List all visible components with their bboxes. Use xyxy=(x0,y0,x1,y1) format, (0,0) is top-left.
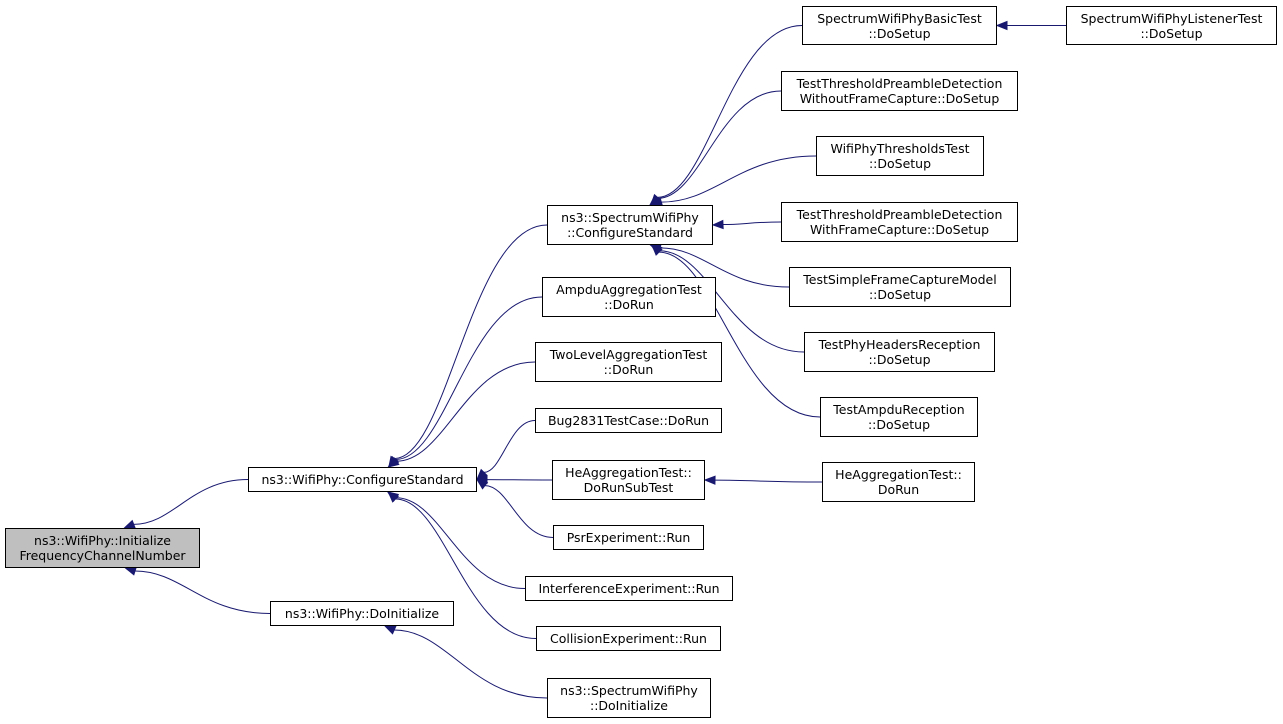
graph-node-label: ::DoSetup xyxy=(868,156,932,171)
edge-interf-to-wifiphy-cs xyxy=(395,497,526,589)
graph-node-label: TestThresholdPreambleDetection xyxy=(796,76,1003,91)
edge-twolevel-to-wifiphy-cs xyxy=(396,361,536,462)
graph-node-label: ::DoSetup xyxy=(1140,25,1203,41)
edge-spec-cs-to-wifiphy-cs xyxy=(394,224,548,460)
graph-node-phy-headers[interactable]: TestPhyHeadersReception::DoSetup xyxy=(804,332,995,372)
edge-thr-with-to-spec-cs xyxy=(722,221,782,226)
edge-psr-to-wifiphy-cs xyxy=(484,485,554,538)
arrowhead-icon xyxy=(711,219,724,230)
graph-node-ampdu-agg[interactable]: AmpduAggregationTest::DoRun xyxy=(542,277,716,317)
arrowhead-icon xyxy=(703,475,716,485)
graph-node-label: HeAggregationTest:: xyxy=(565,465,692,480)
edge-ampdu-rx-to-spec-cs xyxy=(658,251,821,418)
graph-node-label: ::DoSetup xyxy=(868,352,931,367)
arrowhead-icon xyxy=(124,566,137,576)
graph-node-label: WithFrameCapture::DoSetup xyxy=(809,222,990,237)
graph-node-label: ::DoInitialize xyxy=(589,698,668,713)
graph-node-wifiphy-cs[interactable]: ns3::WifiPhy::ConfigureStandard xyxy=(248,467,477,492)
graph-node-label: ::DoRun xyxy=(604,297,654,312)
graph-node-label: PsrExperiment::Run xyxy=(566,530,691,545)
edge-phy-headers-to-spec-cs xyxy=(659,250,805,353)
graph-node-label: ::DoRun xyxy=(603,362,654,377)
graph-node-label: ::DoSetup xyxy=(867,417,931,432)
graph-node-spec-doinit[interactable]: ns3::SpectrumWifiPhy::DoInitialize xyxy=(547,678,711,718)
edge-thr-without-to-spec-cs xyxy=(657,90,782,199)
arrowhead-icon xyxy=(387,491,400,503)
graph-node-label: TestThresholdPreambleDetection xyxy=(796,207,1003,222)
edge-spec-basic-to-spec-cs xyxy=(657,25,803,198)
graph-node-label: DoRunSubTest xyxy=(583,480,674,495)
graph-node-simple-fc[interactable]: TestSimpleFrameCaptureModel::DoSetup xyxy=(789,267,1011,307)
edge-spec-doinit-to-wifiphy-doinit xyxy=(394,629,548,699)
graph-node-label: TwoLevelAggregationTest xyxy=(549,347,708,362)
edge-ampdu-agg-to-wifiphy-cs xyxy=(395,296,543,461)
graph-node-label: TestAmpduReception xyxy=(833,402,965,417)
graph-node-bug2831[interactable]: Bug2831TestCase::DoRun xyxy=(535,408,722,433)
graph-node-label: ns3::SpectrumWifiPhy xyxy=(561,210,699,225)
graph-node-interf[interactable]: InterferenceExperiment::Run xyxy=(525,576,733,601)
arrowhead-icon xyxy=(383,625,397,635)
edge-wifiphy-doinit-to-initfreq xyxy=(135,570,271,614)
graph-node-wifiphy-doinit[interactable]: ns3::WifiPhy::DoInitialize xyxy=(270,601,454,626)
graph-node-spec-cs[interactable]: ns3::SpectrumWifiPhy::ConfigureStandard xyxy=(547,205,713,245)
edge-wifiphy-cs-to-initfreq xyxy=(133,479,249,525)
edge-thresholds-to-spec-cs xyxy=(661,155,817,203)
graph-node-heagg-run[interactable]: HeAggregationTest::DoRun xyxy=(822,462,975,502)
graph-node-twolevel[interactable]: TwoLevelAggregationTest::DoRun xyxy=(535,342,722,382)
graph-node-label: FrequencyChannelNumber xyxy=(19,548,186,563)
graph-node-label: CollisionExperiment::Run xyxy=(550,631,707,646)
graph-node-spec-basic[interactable]: SpectrumWifiPhyBasicTest::DoSetup xyxy=(802,6,997,45)
graph-node-psr[interactable]: PsrExperiment::Run xyxy=(553,525,704,550)
arrowhead-icon xyxy=(651,244,663,256)
graph-node-label: ns3::WifiPhy::DoInitialize xyxy=(284,606,440,621)
arrowhead-icon xyxy=(995,20,1008,31)
arrowhead-icon xyxy=(387,457,400,468)
edge-collision-to-wifiphy-cs xyxy=(395,498,537,639)
graph-node-label: Bug2831TestCase::DoRun xyxy=(547,413,710,428)
graph-node-label: DoRun xyxy=(877,482,920,497)
graph-node-label: SpectrumWifiPhyListenerTest xyxy=(1080,10,1263,26)
graph-node-thresholds[interactable]: WifiPhyThresholdsTest::DoSetup xyxy=(816,136,984,176)
graph-node-label: ns3::WifiPhy::ConfigureStandard xyxy=(261,472,464,487)
graph-node-label: AmpduAggregationTest xyxy=(556,282,702,297)
edge-heagg-run-to-heagg-sub xyxy=(714,479,823,483)
edge-simple-fc-to-spec-cs xyxy=(659,247,790,288)
graph-node-label: TestPhyHeadersReception xyxy=(818,337,981,352)
graph-node-label: HeAggregationTest:: xyxy=(835,467,962,482)
graph-node-label: InterferenceExperiment::Run xyxy=(538,581,720,596)
graph-node-label: ns3::WifiPhy::Initialize xyxy=(34,533,171,548)
graph-node-label: ns3::SpectrumWifiPhy xyxy=(560,683,698,698)
graph-node-label: ::DoSetup xyxy=(868,25,931,41)
graph-node-label: ::ConfigureStandard xyxy=(567,225,693,240)
graph-node-label: WifiPhyThresholdsTest xyxy=(830,141,970,156)
graph-node-label: WithoutFrameCapture::DoSetup xyxy=(799,91,1000,106)
graph-node-label: SpectrumWifiPhyBasicTest xyxy=(817,10,982,26)
edge-bug2831-to-wifiphy-cs xyxy=(483,420,536,473)
arrowhead-icon xyxy=(123,519,136,529)
graph-node-spec-listener[interactable]: SpectrumWifiPhyListenerTest::DoSetup xyxy=(1066,6,1277,45)
graph-node-collision[interactable]: CollisionExperiment::Run xyxy=(536,626,721,651)
graph-node-ampdu-rx[interactable]: TestAmpduReception::DoSetup xyxy=(820,397,978,437)
graph-node-label: TestSimpleFrameCaptureModel xyxy=(803,272,997,287)
arrowhead-icon xyxy=(475,478,489,490)
graph-node-heagg-sub[interactable]: HeAggregationTest::DoRunSubTest xyxy=(552,460,705,500)
graph-node-label: ::DoSetup xyxy=(868,287,932,302)
